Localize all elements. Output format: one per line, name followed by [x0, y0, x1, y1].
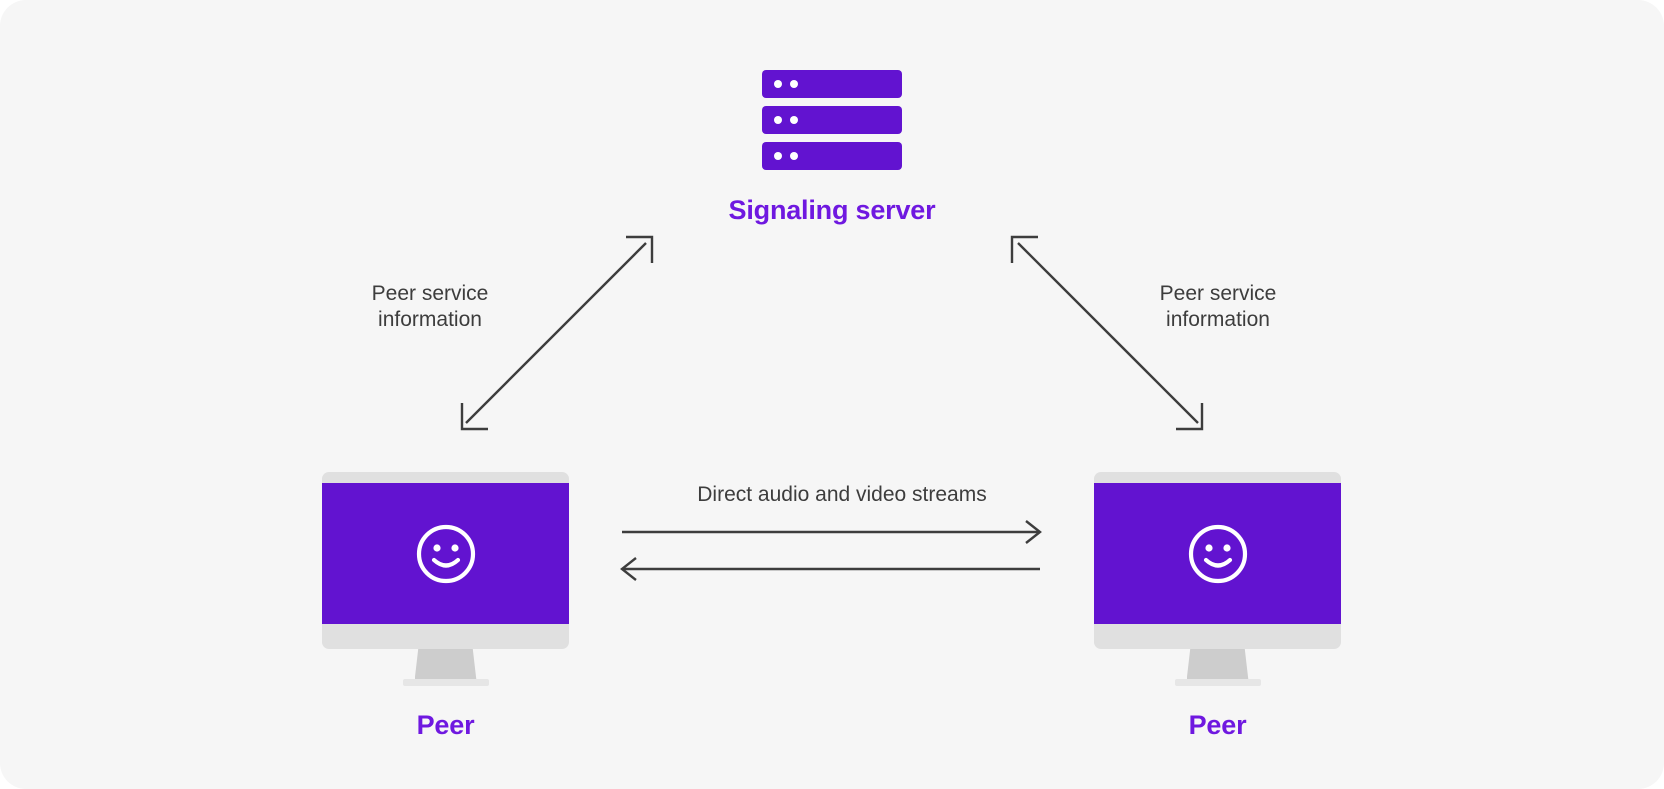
monitor-base: [1174, 679, 1261, 686]
server-led-icon: [774, 152, 782, 160]
signaling-server-icon: [762, 70, 902, 178]
server-rack-bar-2: [762, 106, 902, 134]
peer-left-monitor-icon: [322, 472, 569, 686]
connector-direct-reverse: [620, 557, 1040, 581]
edge-label-right-signaling: Peer service information: [1159, 282, 1277, 331]
edge-label-left-signaling: Peer service information: [371, 282, 489, 331]
peer-right-label: Peer: [1188, 710, 1247, 740]
peer-right-monitor-icon: [1094, 472, 1341, 686]
smiley-face-icon: [1188, 524, 1247, 583]
monitor-base: [402, 679, 489, 686]
server-led-icon: [774, 116, 782, 124]
monitor-frame: [1094, 472, 1341, 649]
monitor-stand: [1186, 649, 1249, 681]
edge-label-direct-media: Direct audio and video streams: [697, 483, 987, 506]
server-rack-bar-1: [762, 70, 902, 98]
server-led-icon: [790, 116, 798, 124]
server-led-icon: [790, 152, 798, 160]
monitor-frame: [322, 472, 569, 649]
server-led-icon: [790, 80, 798, 88]
connector-right-signaling: [1010, 235, 1204, 431]
connector-direct-forward: [622, 520, 1042, 544]
smiley-face-icon: [416, 524, 475, 583]
connector-left-signaling: [460, 235, 654, 431]
peer-left-label: Peer: [416, 710, 475, 740]
monitor-screen: [1094, 483, 1341, 624]
server-rack-bar-3: [762, 142, 902, 170]
monitor-screen: [322, 483, 569, 624]
server-led-icon: [774, 80, 782, 88]
monitor-stand: [414, 649, 477, 681]
signaling-server-label: Signaling server: [728, 195, 936, 225]
